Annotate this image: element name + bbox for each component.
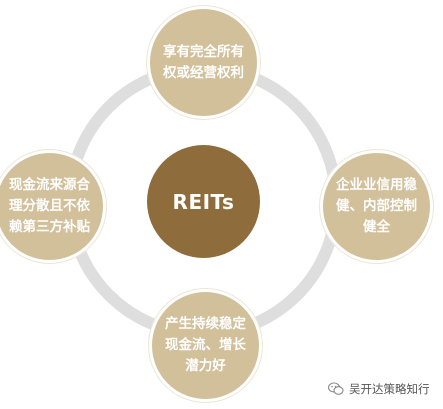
watermark-text: 吴开达策略知行: [349, 382, 430, 396]
center-node-reits: REITs: [147, 145, 260, 258]
node-stable-cashflow-label: 产生持续稳定现金流、增长潜力好: [165, 316, 246, 374]
node-stable-cashflow: 产生持续稳定现金流、增长潜力好: [149, 289, 262, 402]
node-cashflow-source-label: 现金流来源合理分散且不依赖第三方补贴: [9, 177, 90, 235]
node-credit-governance: 企业业信用稳健、内部控制健全: [320, 150, 433, 263]
node-ownership-label: 享有完全所有权或经营权利: [163, 43, 244, 81]
wechat-icon: [328, 382, 344, 395]
center-node-label: REITs: [172, 189, 235, 214]
node-ownership: 享有完全所有权或经营权利: [147, 6, 260, 119]
watermark: 吴开达策略知行: [328, 381, 430, 397]
node-cashflow-source: 现金流来源合理分散且不依赖第三方补贴: [0, 150, 106, 263]
node-credit-governance-label: 企业业信用稳健、内部控制健全: [336, 177, 417, 235]
